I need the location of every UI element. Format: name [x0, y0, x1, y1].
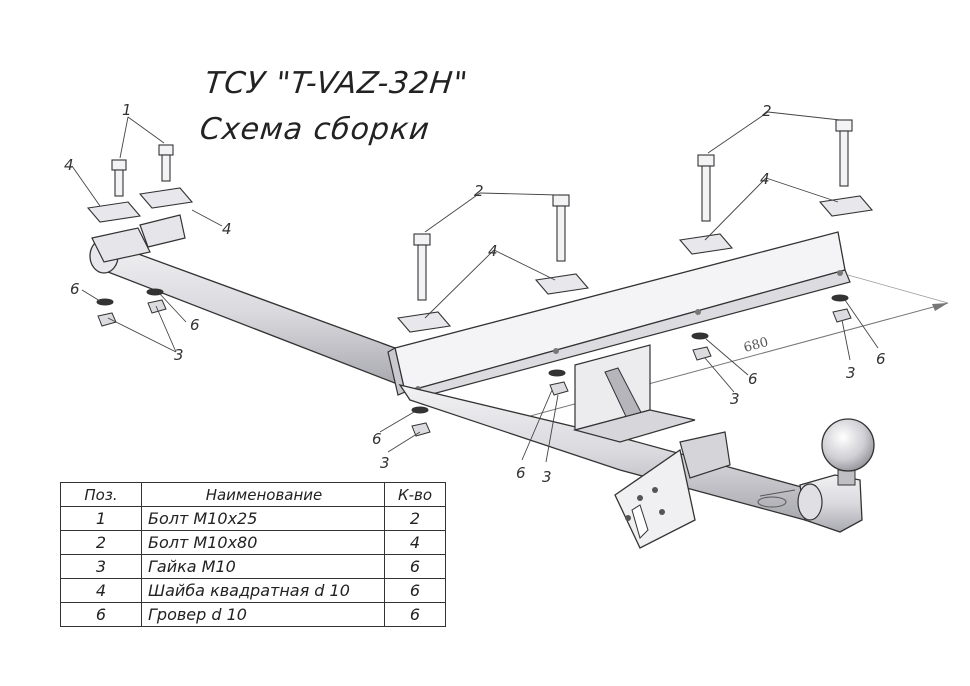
center-bracket: [572, 344, 696, 443]
bolts: [111, 119, 853, 301]
cell-pos: 6: [60, 602, 142, 627]
callout-6-far-right: 6: [876, 350, 886, 368]
callout-2-left: 2: [474, 182, 484, 200]
callout-3-far-right: 3: [846, 364, 856, 382]
callout-4-left: 4: [222, 220, 232, 238]
table-row: 4 Шайба квадратная d 10 6: [60, 578, 446, 603]
table-row: 2 Болт М10х80 4: [60, 530, 446, 555]
bolt-m10x25-right: [158, 144, 174, 182]
callout-3-left: 3: [174, 346, 184, 364]
callout-3-bottom-left: 3: [380, 454, 390, 472]
cell-name: Болт М10х25: [141, 506, 385, 531]
cell-pos: 3: [60, 554, 142, 579]
callout-1: 1: [122, 101, 132, 119]
cell-name: Болт М10х80: [141, 530, 385, 555]
cell-name: Гровер d 10: [141, 602, 385, 627]
table-row: 3 Гайка М10 6: [60, 554, 446, 579]
callout-4-top-left: 4: [64, 156, 74, 174]
bolt-m10x80-c: [697, 154, 715, 222]
table-row: 6 Гровер d 10 6: [60, 602, 446, 627]
cell-name: Гайка М10: [141, 554, 385, 579]
header-pos: Поз.: [60, 482, 142, 507]
bolt-m10x25-left: [111, 159, 127, 197]
tow-ball: [797, 418, 875, 533]
callout-3-center: 3: [542, 468, 552, 486]
cell-qty: 2: [384, 506, 446, 531]
socket-plate: [614, 448, 696, 549]
square-washers: [86, 187, 874, 333]
leader-lines: [71, 111, 879, 463]
nuts-and-spring-washers: [96, 288, 852, 437]
dimension-label: 680: [742, 335, 770, 356]
bolt-m10x80-b: [552, 194, 570, 262]
cell-qty: 6: [384, 578, 446, 603]
cell-pos: 1: [60, 506, 142, 531]
cell-qty: 6: [384, 554, 446, 579]
cell-name: Шайба квадратная d 10: [141, 578, 385, 603]
table-row: 1 Болт М10х25 2: [60, 506, 446, 531]
callout-6-left-b: 6: [190, 316, 200, 334]
callout-6-bottom-left: 6: [372, 430, 382, 448]
table-header-row: Поз. Наименование К-во: [60, 482, 446, 507]
callout-3-right: 3: [730, 390, 740, 408]
header-name: Наименование: [141, 482, 385, 507]
callout-2-right: 2: [762, 102, 772, 120]
bolt-m10x80-d: [835, 119, 853, 187]
cell-qty: 4: [384, 530, 446, 555]
cross-tube: [89, 214, 401, 387]
cell-pos: 4: [60, 578, 142, 603]
callout-labels: 1 2 2 3 3 3 3 3 3 4 4 4 4 4 6 6 6 6 6 6: [64, 101, 886, 486]
callout-6-right: 6: [748, 370, 758, 388]
header-qty: К-во: [384, 482, 446, 507]
callout-6-center: 6: [516, 464, 526, 482]
bolt-m10x80-a: [413, 233, 431, 301]
cell-qty: 6: [384, 602, 446, 627]
parts-table: Поз. Наименование К-во 1 Болт М10х25 2 2…: [60, 482, 446, 627]
callout-4-right: 4: [760, 170, 770, 188]
callout-6-left: 6: [70, 280, 80, 298]
cell-pos: 2: [60, 530, 142, 555]
callout-4-middle: 4: [488, 242, 498, 260]
